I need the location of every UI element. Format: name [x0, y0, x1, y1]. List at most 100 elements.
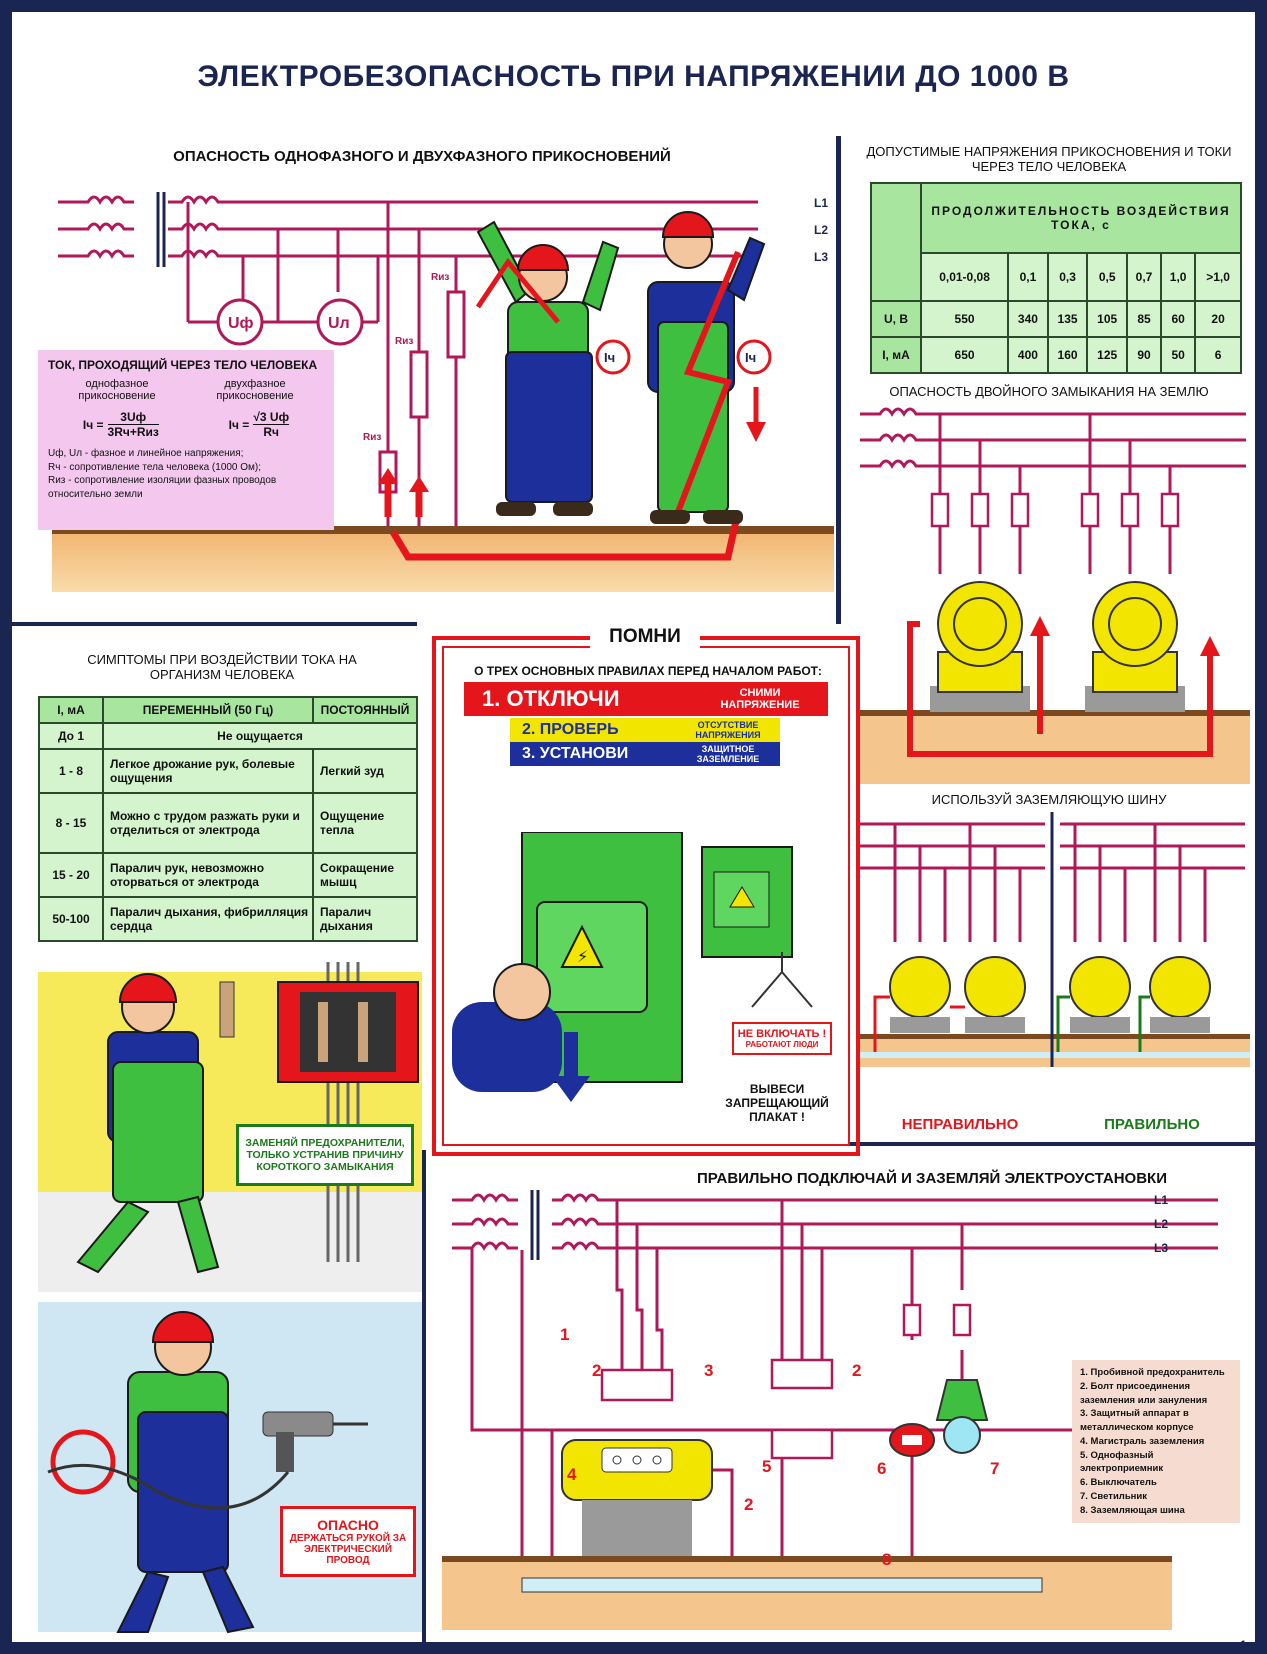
bus-wrong-label: НЕПРАВИЛЬНО	[901, 1116, 1019, 1133]
duration-3: 0,3	[1046, 252, 1089, 302]
touch-line-3: L3	[814, 250, 828, 264]
marker-1: 1	[560, 1325, 569, 1344]
formula-double: Iч = √3 Uф Rч	[229, 410, 290, 439]
meter-line-label: Uл	[328, 315, 350, 332]
forbid-sign-sub: РАБОТАЮТ ЛЮДИ	[745, 1040, 819, 1049]
fuse-note: ЗАМЕНЯЙ ПРЕДОХРАНИТЕЛИ, ТОЛЬКО УСТРАНИВ …	[236, 1124, 414, 1186]
table-cell: 15 - 20	[38, 852, 104, 898]
r-label-1: Rиз	[363, 432, 381, 443]
marker-5: 5	[762, 1457, 771, 1476]
drill-scene	[38, 1302, 422, 1634]
table-row: U, В 550 340 135 105 85 60 20	[870, 300, 1242, 338]
double-fault-diagram	[860, 407, 1250, 784]
table-cell: До 1	[38, 722, 104, 750]
marker-2c: 2	[744, 1495, 753, 1514]
divider-bottom	[422, 1150, 426, 1645]
rule-2-label: 2. ПРОВЕРЬ	[522, 721, 619, 738]
switchbox-scene: ⚡	[452, 832, 813, 1102]
table-cell: 135	[1046, 300, 1089, 338]
symptoms-col-ac: ПЕРЕМЕННЫЙ (50 Гц)	[102, 696, 314, 724]
duration-7: >1,0	[1194, 252, 1242, 302]
marker-7: 7	[990, 1459, 999, 1478]
single-touch-label: однофазное прикосновение	[78, 378, 156, 402]
page-number: 1	[1240, 1638, 1247, 1652]
table-cell: Сокращение мышц	[312, 852, 418, 898]
table-cell: Паралич дыхания, фибрилляция сердца	[102, 896, 314, 942]
rule-2: 2. ПРОВЕРЬ ОТСУТСТВИЕ НАПРЯЖЕНИЯ	[510, 718, 780, 742]
formula-single-lhs: Iч =	[82, 417, 104, 432]
rule-1-label: 1. ОТКЛЮЧИ	[482, 686, 620, 711]
connect-diagram: L1 L2 L3 1 2 3 2 4 5 2 6 7 8	[442, 1190, 1218, 1630]
danger-main: ОПАСНО	[317, 1517, 379, 1533]
table-cell: 50-100	[38, 896, 104, 942]
table-cell: 8 - 15	[38, 792, 104, 854]
marker-6: 6	[877, 1459, 886, 1478]
forbid-sign-main: НЕ ВКЛЮЧАТЬ !	[737, 1028, 827, 1040]
current-label-1: Iч	[604, 350, 615, 365]
table-cell: 550	[919, 300, 1010, 338]
rule-3: 3. УСТАНОВИ ЗАЩИТНОЕ ЗАЗЕМЛЕНИЕ	[510, 742, 780, 766]
remember-heading: ПОМНИ	[590, 626, 700, 648]
touch-diagram: Uф Uл Rиз Rиз Rиз L1 L2 L3	[52, 192, 834, 592]
duration-2: 0,1	[1007, 252, 1049, 302]
table-row: 50-100 Паралич дыхания, фибрилляция серд…	[38, 896, 418, 942]
double-fault-heading: ОПАСНОСТЬ ДВОЙНОГО ЗАМЫКАНИЯ НА ЗЕМЛЮ	[889, 384, 1209, 399]
table-cell: Не ощущается	[102, 722, 418, 750]
table-cell: Легкий зуд	[312, 748, 418, 794]
double-touch-label: двухфазное прикосновение	[216, 378, 294, 402]
danger-note: ОПАСНО ДЕРЖАТЬСЯ РУКОЙ ЗА ЭЛЕКТРИЧЕСКИЙ …	[280, 1506, 416, 1577]
remember-sub: О ТРЕХ ОСНОВНЫХ ПРАВИЛАХ ПЕРЕД НАЧАЛОМ Р…	[474, 664, 822, 678]
connect-legend-5: 5. Однофазный электроприемник	[1080, 1449, 1164, 1475]
rule-2-note: ОТСУТСТВИЕ НАПРЯЖЕНИЯ	[695, 720, 761, 740]
connect-legend-3: 3. Защитный аппарат в металлическом корп…	[1080, 1408, 1194, 1434]
poster-title: ЭЛЕКТРОБЕЗОПАСНОСТЬ ПРИ НАПРЯЖЕНИИ ДО 10…	[197, 60, 1070, 93]
connect-legend-2: 2. Болт присоединения заземления или зан…	[1080, 1380, 1208, 1406]
bus-heading: ИСПОЛЬЗУЙ ЗАЗЕМЛЯЮЩУЮ ШИНУ	[931, 792, 1167, 807]
connect-line-2: L2	[1154, 1217, 1168, 1231]
table-cell: 160	[1046, 336, 1089, 374]
connect-line-3: L3	[1154, 1241, 1168, 1255]
touch-heading: ОПАСНОСТЬ ОДНОФАЗНОГО И ДВУХФАЗНОГО ПРИК…	[173, 148, 671, 165]
table-cell: 85	[1125, 300, 1163, 338]
connect-legend-7: 7. Светильник	[1080, 1490, 1147, 1502]
connect-legend: 1. Пробивной предохранитель 2. Болт прис…	[1072, 1360, 1240, 1524]
connect-legend-4: 4. Магистраль заземления	[1080, 1435, 1205, 1447]
duration-5: 0,7	[1125, 252, 1163, 302]
marker-2b: 2	[852, 1361, 861, 1380]
table-cell: 400	[1007, 336, 1049, 374]
marker-4: 4	[567, 1465, 577, 1484]
r-label-3: Rиз	[431, 272, 449, 283]
table-cell: 1 - 8	[38, 748, 104, 794]
table-row: 15 - 20 Паралич рук, невозможно оторвать…	[38, 852, 418, 898]
rule-3-note: ЗАЩИТНОЕ ЗАЗЕМЛЕНИЕ	[696, 744, 760, 764]
table-cell: Паралич рук, невозможно оторваться от эл…	[102, 852, 314, 898]
table-cell: 60	[1160, 300, 1197, 338]
marker-8: 8	[882, 1550, 891, 1569]
worker-double-touch	[647, 211, 766, 524]
marker-3: 3	[704, 1361, 713, 1380]
table-cell: 340	[1007, 300, 1049, 338]
table-cell: 125	[1086, 336, 1128, 374]
symptoms-col-dc: ПОСТОЯННЫЙ	[312, 696, 418, 724]
duration-group-header: ПРОДОЛЖИТЕЛЬНОСТЬ ВОЗДЕЙСТВИЯ ТОКА, с	[920, 182, 1242, 254]
table-cell: 105	[1086, 300, 1128, 338]
divider-right-mid	[850, 1142, 1255, 1146]
table-row: I, мА 650 400 160 125 90 50 6	[870, 336, 1242, 374]
table-row: 8 - 15 Можно с трудом разжать руки и отд…	[38, 792, 418, 854]
table-cell: 20	[1194, 300, 1242, 338]
connect-legend-8: 8. Заземляющая шина	[1080, 1504, 1185, 1516]
divider-left-mid	[12, 622, 417, 626]
danger-sub: ДЕРЖАТЬСЯ РУКОЙ ЗА ЭЛЕКТРИЧЕСКИЙ ПРОВОД	[289, 1533, 407, 1566]
connect-line-1: L1	[1154, 1193, 1168, 1207]
symptoms-table: I, мА ПЕРЕМЕННЫЙ (50 Гц) ПОСТОЯННЫЙ До 1…	[38, 696, 418, 942]
duration-1: 0,01-0,08	[919, 252, 1010, 302]
current-box-heading: ТОК, ПРОХОДЯЩИЙ ЧЕРЕЗ ТЕЛО ЧЕЛОВЕКА	[48, 358, 318, 372]
bus-right-label: ПРАВИЛЬНО	[1104, 1116, 1200, 1133]
duration-6: 1,0	[1160, 252, 1197, 302]
bus-diagram	[860, 812, 1250, 1067]
voltage-table-heading: ДОПУСТИМЫЕ НАПРЯЖЕНИЯ ПРИКОСНОВЕНИЯ И ТО…	[866, 144, 1232, 174]
table-cell: Ощущение тепла	[312, 792, 418, 854]
touch-line-1: L1	[814, 196, 828, 210]
ground-soil	[52, 532, 834, 592]
table-row: До 1 Не ощущается	[38, 722, 418, 750]
